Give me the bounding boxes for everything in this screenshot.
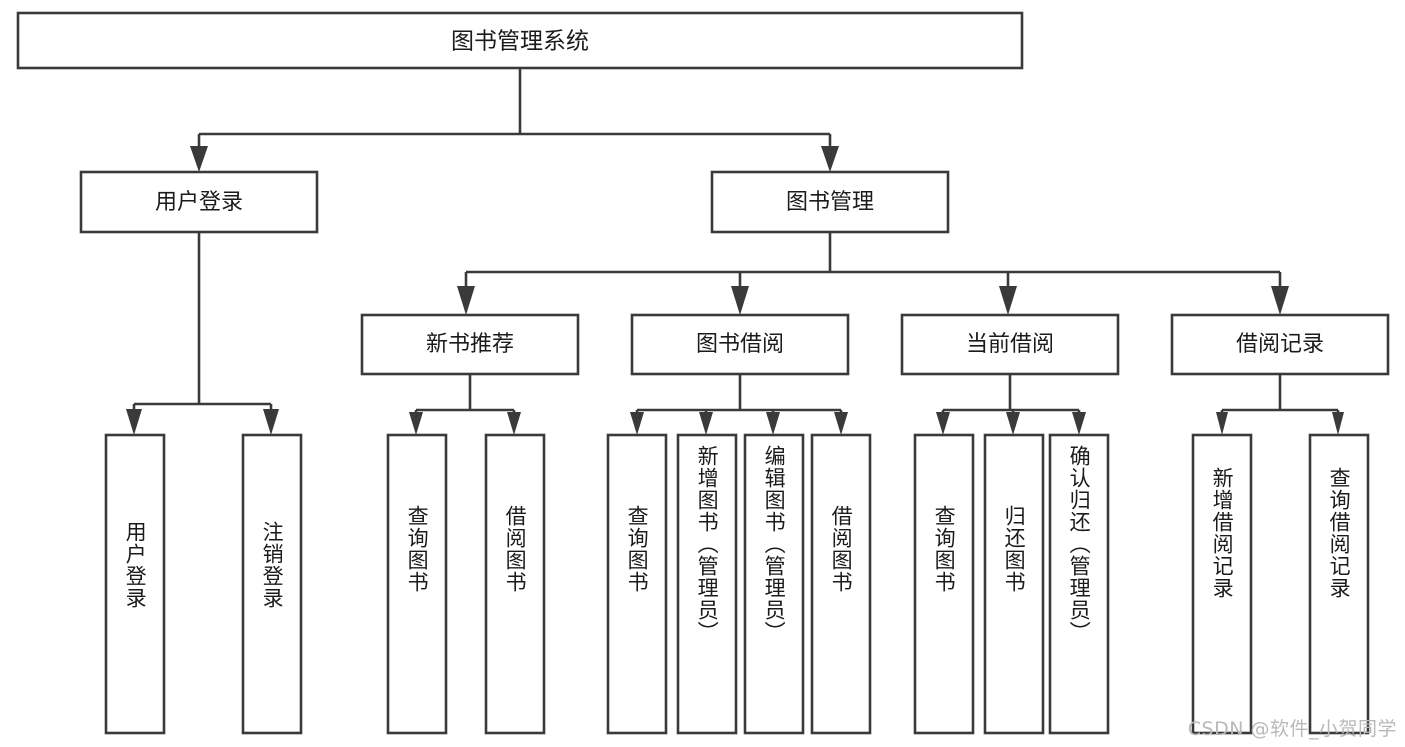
leaf-box-book-borrow-2[interactable] [743, 433, 805, 735]
arrow-head-icon [999, 286, 1017, 315]
node-current-borrow-box [900, 313, 1120, 376]
connector-newbook-to-leaves [409, 374, 521, 435]
leaf-box-current-borrow-0[interactable] [913, 433, 975, 735]
node-new-book-recommend-label: 新书推荐 [426, 332, 514, 357]
leaf-box-book-borrow-3[interactable] [810, 433, 872, 735]
watermark: CSDN @软件_小贺同学 [1187, 718, 1397, 740]
arrow-head-icon [457, 286, 475, 315]
leaf-box-new-book-1[interactable] [484, 433, 546, 735]
arrow-head-icon [263, 409, 279, 435]
connector-bookborrow-to-leaves [630, 374, 848, 435]
node-book-management-label: 图书管理 [786, 190, 874, 215]
arrow-head-icon [1072, 412, 1086, 435]
arrow-head-icon [1216, 412, 1228, 435]
node-user-login[interactable]: 用户登录 [79, 170, 319, 234]
connector-borrowrecord-to-leaves [1216, 374, 1344, 435]
node-current-borrow-label: 当前借阅 [966, 332, 1054, 357]
node-new-book-recommend-box [360, 313, 580, 376]
arrow-head-icon [936, 412, 950, 435]
node-new-book-recommend[interactable]: 新书推荐 [360, 313, 580, 376]
node-book-management[interactable]: 图书管理 [710, 170, 950, 234]
node-root-label: 图书管理系统 [451, 29, 589, 55]
arrow-head-icon [1332, 412, 1344, 435]
arrow-head-icon [409, 412, 423, 435]
node-root-box [16, 11, 1024, 70]
node-user-login-label: 用户登录 [155, 190, 243, 215]
arrow-head-icon [834, 412, 848, 435]
leaf-box-user-login-1[interactable] [241, 433, 303, 735]
arrow-head-icon [630, 412, 644, 435]
arrow-head-icon [766, 412, 780, 435]
arrow-head-icon [507, 412, 521, 435]
leaf-box-borrow-record-1[interactable] [1308, 433, 1370, 735]
connector-root-to-level2 [190, 68, 839, 172]
leaf-box-current-borrow-1[interactable] [983, 433, 1045, 735]
arrow-head-icon [126, 409, 142, 435]
node-borrow-record-box [1170, 313, 1390, 376]
leaf-box-current-borrow-2[interactable] [1048, 433, 1110, 735]
node-book-borrow[interactable]: 图书借阅 [630, 313, 850, 376]
node-current-borrow[interactable]: 当前借阅 [900, 313, 1120, 376]
node-book-borrow-label: 图书借阅 [696, 332, 784, 357]
connector-userlogin-to-leaves [126, 232, 279, 435]
node-book-management-box [710, 170, 950, 234]
leaf-box-user-login-0[interactable] [104, 433, 166, 735]
arrow-head-icon [821, 146, 839, 172]
node-user-login-box [79, 170, 319, 234]
leaf-box-book-borrow-0[interactable] [606, 433, 668, 735]
arrow-head-icon [731, 286, 749, 315]
leaf-box-borrow-record-0[interactable] [1191, 433, 1253, 735]
connector-currentborrow-to-leaves [936, 374, 1086, 435]
node-borrow-record-label: 借阅记录 [1236, 332, 1324, 357]
arrow-head-icon [1271, 286, 1289, 315]
leaf-box-new-book-0[interactable] [386, 433, 448, 735]
arrow-head-icon [1006, 412, 1020, 435]
arrow-head-icon [190, 146, 208, 172]
node-root-system[interactable]: 图书管理系统 [16, 11, 1024, 70]
node-borrow-record[interactable]: 借阅记录 [1170, 313, 1390, 376]
connector-bookmgmt-to-level3 [457, 232, 1289, 315]
leaf-box-book-borrow-1[interactable] [676, 433, 738, 735]
arrow-head-icon [699, 412, 713, 435]
node-book-borrow-box [630, 313, 850, 376]
